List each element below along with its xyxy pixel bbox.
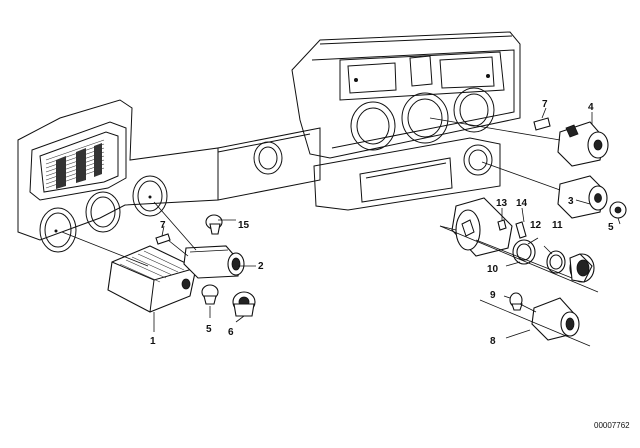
label-5-right: 5 [608,222,614,233]
part-14-pin [515,221,527,239]
part-11-ring [546,250,566,274]
part-labels: 1 2 3 4 5 5 6 7 7 8 9 10 11 12 13 14 15 [150,99,614,347]
label-7-right: 7 [542,99,548,110]
part-7-pin-right [533,117,551,131]
part-10-lighter-housing [451,197,595,283]
part-8-lighter [531,297,580,341]
label-7-left: 7 [160,220,166,231]
left-dash-panel [17,99,219,253]
label-2: 2 [258,261,264,272]
part-13-pin [497,219,507,231]
label-9: 9 [490,290,496,301]
part-3-switch [557,175,608,219]
label-8: 8 [490,336,496,347]
center-dash-strip [217,127,321,201]
label-6: 6 [228,327,234,338]
label-15: 15 [238,220,250,231]
part-15-knob [205,214,223,235]
part-5-bulb-left [201,284,219,305]
part-12-ring [512,239,536,265]
part-5-knob-right [609,201,627,219]
label-5-left: 5 [206,324,212,335]
label-14: 14 [516,198,528,209]
part-2-lighter-socket [183,245,245,279]
instrument-cluster [291,31,521,211]
part-1-switch-block [107,245,197,313]
label-3: 3 [568,196,574,207]
label-11: 11 [552,220,563,231]
part-4-switch [557,121,609,167]
part-7-pin-left [155,233,171,245]
label-10: 10 [487,264,499,275]
label-4: 4 [588,102,594,113]
label-1: 1 [150,336,156,347]
part-6-knob-cap [232,291,256,317]
part-9-bulb [509,292,523,311]
image-code: 00007762 [594,421,630,430]
leader-lines [61,107,621,347]
label-13: 13 [496,198,508,209]
label-12: 12 [530,220,542,231]
